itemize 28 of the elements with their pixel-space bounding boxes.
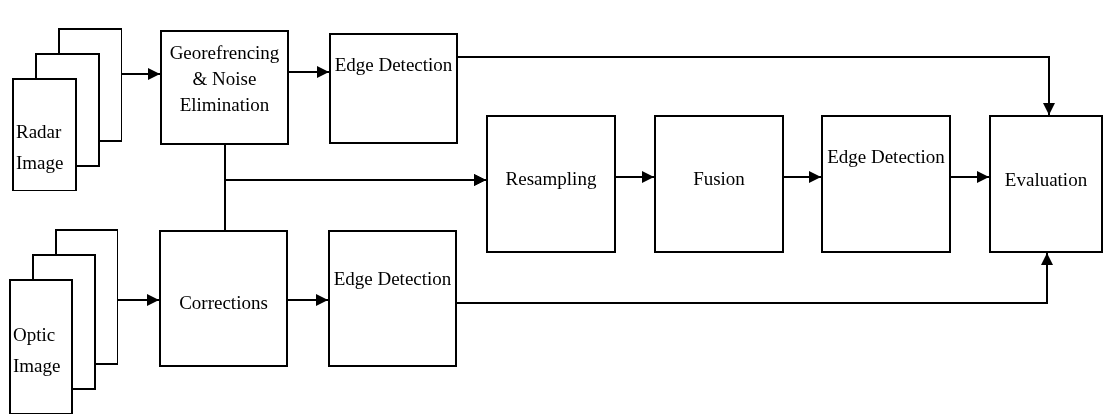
node-label: Radar Image xyxy=(16,120,65,175)
node-label: Edge Detection xyxy=(827,145,945,169)
arrow xyxy=(950,171,990,183)
arrow xyxy=(288,66,330,78)
arrow xyxy=(457,56,1055,116)
process-box xyxy=(989,115,1103,253)
arrow xyxy=(287,294,329,306)
process-box xyxy=(486,115,616,253)
node-label: Edge Detection xyxy=(333,267,452,291)
process-box xyxy=(654,115,784,253)
process-box xyxy=(160,30,289,145)
arrow xyxy=(615,171,655,183)
process-box xyxy=(821,115,951,253)
node-label: Evaluation xyxy=(1004,168,1088,192)
process-box xyxy=(328,230,457,367)
image-stack xyxy=(12,28,122,191)
node-label: Resampling xyxy=(505,167,597,191)
process-box xyxy=(159,230,288,367)
node-label: Georefrencing & Noise Elimination xyxy=(168,41,281,117)
node-label: Fusion xyxy=(693,167,745,191)
node-label: Edge Detection xyxy=(334,53,453,77)
node-label: Corrections xyxy=(179,291,268,315)
node-label: Optic Image xyxy=(13,323,62,378)
arrow xyxy=(783,171,822,183)
arrow xyxy=(456,252,1053,304)
arrow xyxy=(224,174,487,231)
process-box xyxy=(329,33,458,144)
image-stack xyxy=(9,229,118,414)
